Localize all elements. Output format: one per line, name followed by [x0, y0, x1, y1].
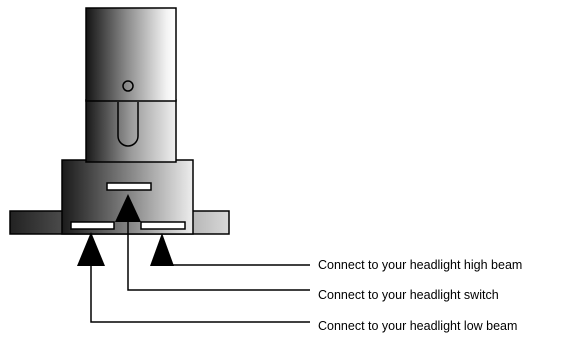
headlight-bulb-connector	[9, 7, 230, 235]
label-high-beam: Connect to your headlight high beam	[318, 258, 522, 272]
terminal-high-beam	[140, 221, 186, 230]
bulb-slot	[117, 102, 139, 147]
arrow-low-beam	[77, 232, 105, 266]
arrow-high-beam	[150, 233, 174, 266]
terminal-blades	[70, 182, 186, 230]
leader-line-switch	[127, 221, 310, 291]
leader-line-low-beam	[90, 265, 310, 323]
label-low-beam: Connect to your headlight low beam	[318, 319, 517, 333]
cap-hole	[122, 80, 134, 92]
wire-leaders	[77, 194, 310, 323]
label-switch: Connect to your headlight switch	[318, 288, 499, 302]
bulb-neck	[85, 99, 177, 163]
terminal-switch	[106, 182, 152, 191]
arrow-switch	[115, 194, 141, 222]
connection-labels: Connect to your headlight high beam Conn…	[318, 258, 522, 333]
terminal-low-beam	[70, 221, 115, 230]
bulb-cap	[85, 7, 177, 102]
